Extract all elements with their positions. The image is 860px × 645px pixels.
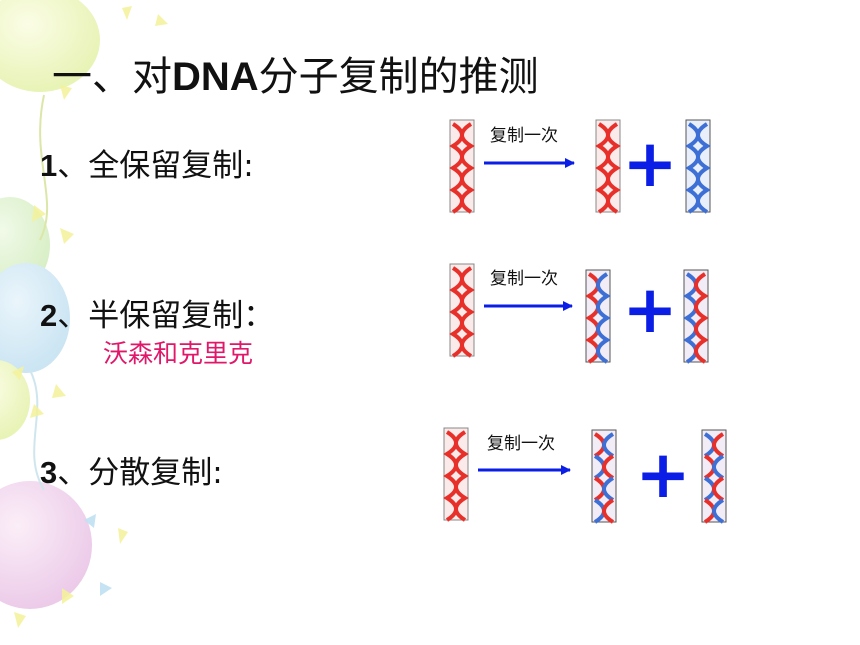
daughter-dna-new-icon [685, 119, 711, 214]
confetti-triangle [118, 528, 128, 544]
confetti-triangle [14, 612, 26, 628]
confetti-triangle [30, 404, 44, 418]
confetti-triangle [62, 588, 74, 604]
parent-dna-icon [449, 119, 475, 214]
plus-sign: + [622, 271, 677, 348]
balloon-blue-left [0, 263, 70, 373]
model-heading-conservative: 1、全保留复制: [40, 148, 254, 184]
model-heading-dispersive: 3、分散复制: [40, 455, 223, 491]
daughter-dna-old-icon [595, 119, 621, 214]
confetti-triangle [155, 14, 168, 26]
daughter-dna-dispersed-icon [701, 429, 727, 524]
daughter-dna-hybrid-icon [585, 269, 611, 364]
parent-dna-icon [443, 427, 469, 522]
arrow-label: 复制一次 [487, 434, 555, 454]
confetti-triangle [60, 228, 74, 244]
scientists-note: 沃森和克里克 [103, 339, 254, 368]
confetti-triangle [32, 205, 46, 222]
confetti-triangle [60, 85, 72, 100]
confetti-triangle [122, 6, 132, 20]
balloon-string [39, 94, 49, 241]
balloon-string [29, 369, 45, 491]
confetti-triangle [100, 582, 112, 596]
daughter-dna-hybrid-icon [683, 269, 709, 364]
confetti-triangle [12, 366, 24, 380]
plus-sign: + [635, 436, 690, 513]
confetti-triangle [84, 514, 96, 528]
arrow-label: 复制一次 [490, 269, 558, 289]
confetti-triangle [52, 384, 66, 398]
balloon-pink-bottom [0, 481, 92, 609]
parent-dna-icon [449, 263, 475, 358]
balloon-yellow-left [0, 360, 30, 440]
model-heading-semiconservative: 2、半保留复制： [40, 298, 275, 334]
arrow-label: 复制一次 [490, 126, 558, 146]
balloon-yellow-top [0, 0, 100, 92]
page-title: 一、对DNA分子复制的推测 [52, 54, 539, 100]
daughter-dna-dispersed-icon [591, 429, 617, 524]
plus-sign: + [622, 125, 677, 202]
